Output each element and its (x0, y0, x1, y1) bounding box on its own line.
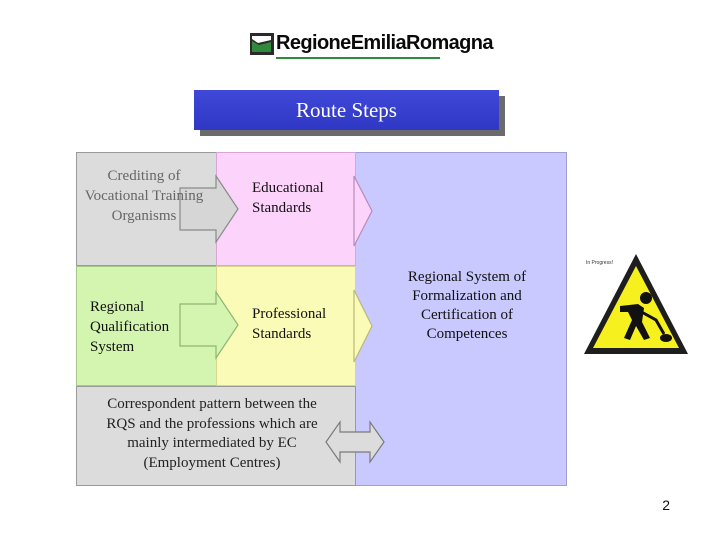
arrow-professional-to-regional (353, 289, 373, 363)
road-works-warning-icon: In Progress! (580, 250, 692, 360)
double-arrow-pattern-regional (325, 420, 385, 464)
region-emblem-icon (250, 33, 274, 55)
arrow-educational-to-regional (353, 175, 373, 247)
regional-system-block (355, 152, 567, 486)
in-progress-label: In Progress! (586, 260, 613, 266)
crediting-label: Crediting of Vocational Training Organis… (84, 168, 204, 224)
regional-system-label: Regional System of Formalization and Cer… (407, 269, 527, 342)
arrow-rqs-to-professional (179, 290, 239, 360)
regional-qualification-label: Regional Qualification System (90, 299, 170, 355)
correspondent-pattern-box (76, 386, 356, 486)
professional-standards-box (216, 266, 356, 386)
correspondent-pattern-label: Correspondent pattern between the RQS an… (106, 396, 318, 471)
regione-emilia-romagna-logo: RegioneEmiliaRomagna (250, 30, 494, 60)
professional-standards-label: Professional Standards (252, 306, 327, 342)
educational-standards-box (216, 152, 356, 266)
page-number: 2 (662, 497, 670, 513)
logo-text: RegioneEmiliaRomagna (276, 32, 494, 54)
page-title: Route Steps (194, 90, 499, 130)
logo-underline (276, 57, 440, 59)
arrow-crediting-to-educational (179, 174, 239, 244)
educational-standards-label: Educational Standards (252, 180, 324, 216)
